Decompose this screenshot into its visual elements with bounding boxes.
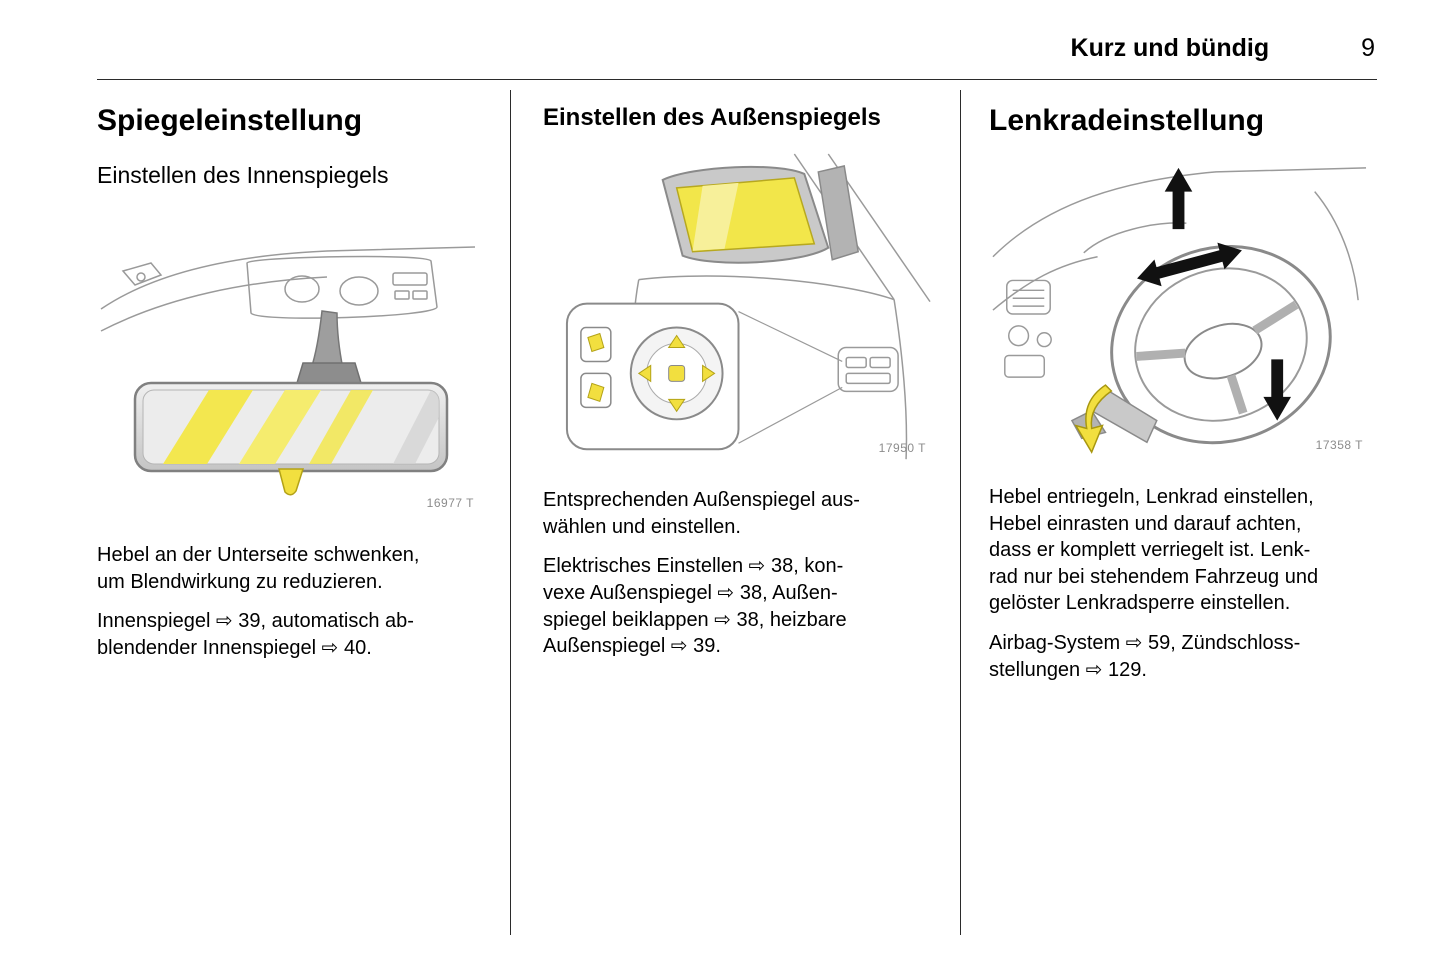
- chapter-title: Kurz und bündig: [1070, 34, 1270, 62]
- interior-mirror-illustration: [100, 246, 476, 496]
- exterior-mirror-illustration: [565, 153, 931, 460]
- figure-steering-wheel: 17358 T: [989, 162, 1369, 458]
- section-title-lenkradeinstellung: Lenkradeinstellung: [989, 104, 1265, 137]
- section-title-spiegeleinstellung: Spiegeleinstellung: [97, 104, 363, 137]
- paragraph: Hebel entriegeln, Lenkrad einstellen, He…: [989, 486, 1319, 615]
- header-rule: [97, 79, 1377, 80]
- steering-wheel-illustration: [992, 167, 1367, 454]
- page-header: Kurz und bündig 9: [0, 0, 1445, 63]
- section-spiegeleinstellung: Spiegeleinstellung Einstellen des Innens…: [97, 90, 510, 935]
- paragraph: Airbag-System ⇨ 59, Zündschloss- stellun…: [989, 632, 1301, 681]
- figure-interior-mirror: 16977 T: [97, 211, 480, 516]
- subsection-title-aussenspiegel: Einstellen des Außenspiegels: [543, 104, 881, 131]
- paragraph: Hebel an der Unterseite schwenken, um Bl…: [97, 544, 420, 593]
- paragraph: Entsprechenden Außenspiegel aus- wählen …: [543, 489, 860, 538]
- figure-number: 17358 T: [1315, 438, 1363, 453]
- page-number: 9: [1361, 34, 1375, 62]
- figure-number: 16977 T: [426, 496, 474, 510]
- section-aussenspiegel: Einstellen des Außenspiegels: [510, 90, 960, 935]
- paragraph: Innenspiegel ⇨ 39, automatisch ab- blend…: [97, 610, 414, 659]
- subsection-title-innenspiegel: Einstellen des Innenspiegels: [97, 162, 389, 188]
- content-columns: Spiegeleinstellung Einstellen des Innens…: [97, 90, 1377, 935]
- figure-exterior-mirror: 17950 T: [543, 152, 932, 461]
- paragraph: Elektrisches Einstellen ⇨ 38, kon- vexe …: [543, 555, 847, 658]
- section-lenkradeinstellung: Lenkradeinstellung: [960, 90, 1377, 935]
- figure-number: 17950 T: [878, 441, 926, 456]
